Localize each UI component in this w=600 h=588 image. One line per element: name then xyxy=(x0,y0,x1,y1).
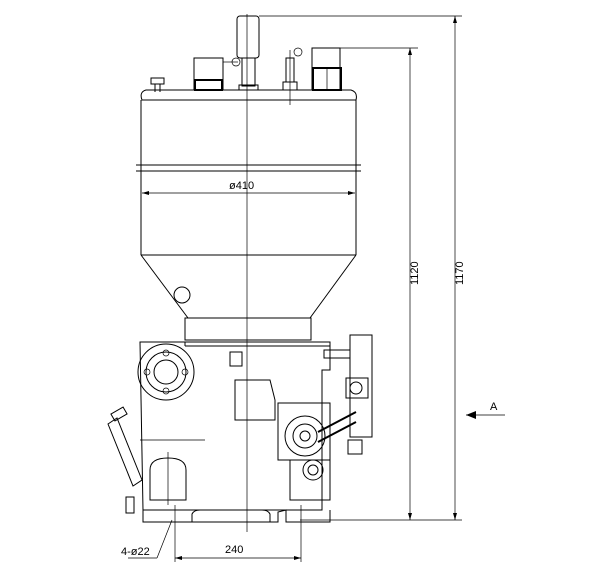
view-marker-label: A xyxy=(490,401,498,413)
tank xyxy=(136,89,361,341)
vent-cap xyxy=(150,77,165,92)
motor xyxy=(236,15,260,91)
feet xyxy=(142,505,331,562)
sight-tube xyxy=(107,417,143,487)
pump-unit xyxy=(277,334,373,501)
mounting-holes-label: 4-ø22 xyxy=(121,546,150,558)
right-junction-box xyxy=(311,47,342,91)
height-1120-label: 1120 xyxy=(409,261,421,285)
height-1170-label: 1170 xyxy=(454,261,466,285)
arrow-head-icon xyxy=(466,411,476,419)
tank-diameter-label: ø410 xyxy=(229,180,254,192)
left-valve-box xyxy=(193,57,241,91)
pump-body xyxy=(107,341,331,514)
foot-spacing-label: 240 xyxy=(225,544,243,556)
level-sensor xyxy=(282,47,303,105)
